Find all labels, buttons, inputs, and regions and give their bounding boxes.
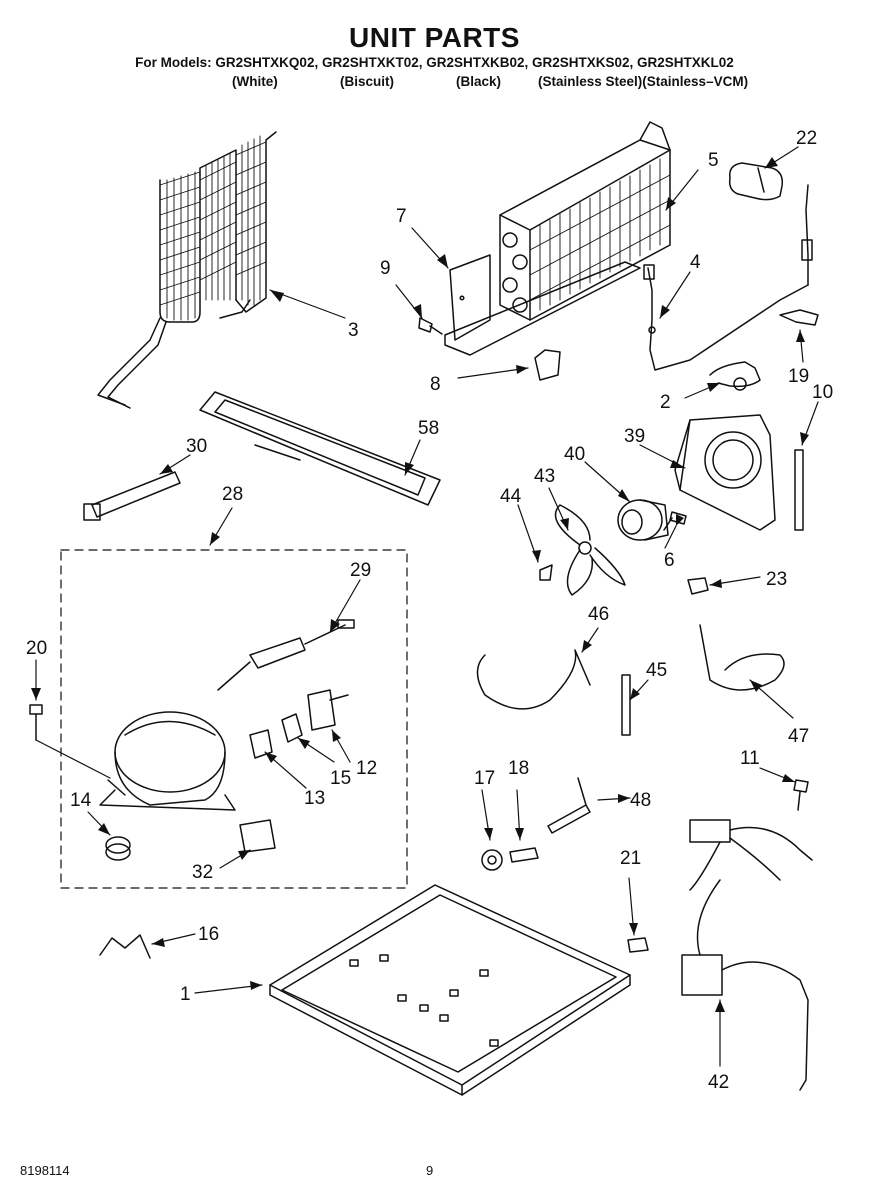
callout-4: 4: [690, 252, 701, 273]
fan-mounting-screw: [663, 511, 687, 531]
callout-46: 46: [588, 604, 609, 625]
callout-45: 45: [646, 660, 667, 681]
clip-16: [99, 934, 151, 959]
finish-white: (White): [232, 74, 278, 89]
callout-21: 21: [620, 848, 641, 869]
overload-protector: [249, 729, 273, 759]
start-relay: [281, 713, 303, 743]
callout-30: 30: [186, 436, 207, 457]
callout-48: 48: [630, 790, 651, 811]
thermostat-clip: [779, 309, 819, 326]
tubing-47: [699, 624, 785, 691]
callout-40: 40: [564, 444, 585, 465]
base-frame: [269, 884, 631, 1096]
finish-black: (Black): [456, 74, 502, 89]
evaporator-coil: [444, 121, 671, 356]
callout-13: 13: [304, 788, 325, 809]
callout-19: 19: [788, 366, 809, 387]
shroud-seal-strip: [794, 449, 804, 531]
evaporator-screw: [418, 317, 443, 335]
compressor-grommet: [105, 836, 131, 861]
callout-22: 22: [796, 128, 817, 149]
callout-1: 1: [180, 984, 191, 1005]
drain-heater-strip: [83, 471, 181, 521]
page-title: UNIT PARTS: [349, 22, 520, 53]
callout-17: 17: [474, 768, 495, 789]
evaporator-fan-motor: [617, 499, 669, 541]
fan-blade: [554, 504, 626, 596]
compressor: [99, 711, 236, 811]
callout-47: 47: [788, 726, 809, 747]
callout-3: 3: [348, 320, 359, 341]
callout-11: 11: [740, 748, 760, 769]
leader-arrowheads: [31, 157, 809, 1012]
document-number: 8198114: [20, 1163, 70, 1178]
callout-5: 5: [708, 150, 719, 171]
callout-10: 10: [812, 382, 833, 403]
leveling-rod: [547, 777, 591, 834]
finish-biscuit: (Biscuit): [340, 74, 394, 89]
callout-43: 43: [534, 466, 555, 487]
callout-32: 32: [192, 862, 213, 883]
compressor-kit-boundary: [60, 549, 408, 889]
callout-12: 12: [356, 758, 377, 779]
callout-14: 14: [70, 790, 92, 811]
callout-28: 28: [222, 484, 243, 505]
callout-58: 58: [418, 418, 439, 439]
finish-stainless: (Stainless Steel)(Stainless–VCM): [538, 74, 749, 89]
fan-motor-grommet: [709, 361, 761, 391]
defrost-thermostat-harness: [643, 184, 813, 371]
filter-drier: [217, 619, 355, 691]
relay-cover: [307, 689, 349, 731]
callout-20: 20: [26, 638, 47, 659]
nut-21: [627, 937, 649, 953]
callout-15: 15: [330, 768, 351, 789]
finish-list: (White) (Biscuit) (Black) (Stainless Ste…: [0, 74, 869, 92]
screw-11: [793, 779, 809, 811]
model-list: For Models: GR2SHTXKQ02, GR2SHTXKT02, GR…: [135, 55, 734, 70]
leader-lines: [35, 146, 819, 1067]
callout-8: 8: [430, 374, 441, 395]
tube-pin: [621, 674, 631, 736]
fan-shroud: [674, 414, 776, 531]
evaporator-cover-cap: [728, 162, 784, 201]
wheel-17: [481, 849, 503, 871]
wire-harness: [681, 819, 813, 1091]
callout-6: 6: [664, 550, 675, 571]
callout-9: 9: [380, 258, 391, 279]
callout-23: 23: [766, 569, 787, 590]
tubing-46: [476, 649, 591, 710]
start-capacitor: [239, 819, 276, 853]
callout-16: 16: [198, 924, 219, 945]
fan-blade-clip: [539, 564, 553, 581]
callout-18: 18: [508, 758, 529, 779]
axle-18: [509, 847, 539, 863]
callout-2: 2: [660, 392, 671, 413]
evaporator-bracket: [534, 349, 561, 381]
grommet-23: [687, 577, 709, 595]
callout-29: 29: [350, 560, 371, 581]
drain-trough: [199, 391, 441, 506]
callout-39: 39: [624, 426, 645, 447]
callout-7: 7: [396, 206, 407, 227]
callout-44: 44: [500, 486, 522, 507]
callout-42: 42: [708, 1072, 729, 1093]
condenser-coil: [97, 131, 277, 409]
compressor-bolt: [29, 704, 43, 741]
page-number: 9: [426, 1163, 434, 1178]
callout-labels: 3 22 5 7 9 4 8 19 2 10 39 58 30 40 43 44…: [26, 128, 833, 1093]
